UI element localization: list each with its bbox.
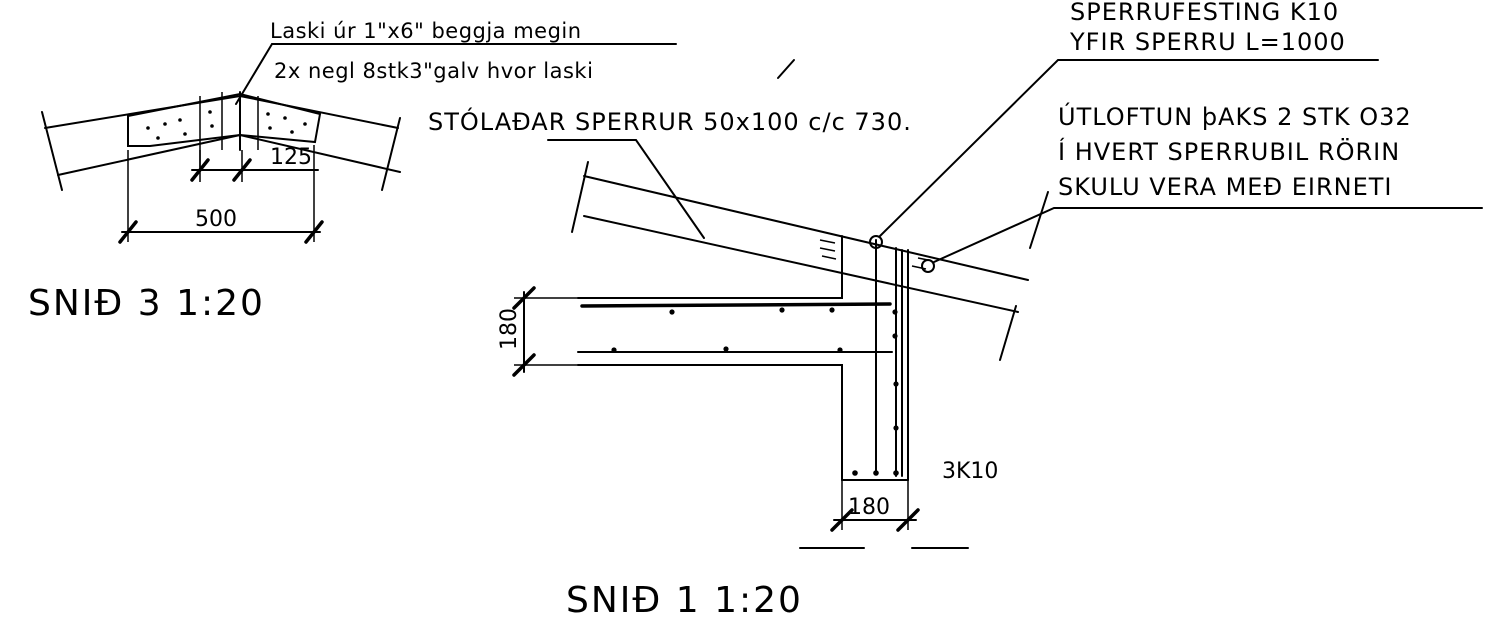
fixing-note-leader bbox=[879, 59, 1379, 237]
rafter-top-edge bbox=[583, 175, 1029, 281]
detail-1-title: SNIÐ 1 1:20 bbox=[566, 580, 803, 621]
dim-125-tick-left bbox=[190, 158, 210, 182]
dim-500-tick-right bbox=[304, 220, 324, 244]
stray-leader-stroke bbox=[777, 59, 795, 79]
vent-note-line-1: ÚTLOFTUN þAKS 2 STK O32 bbox=[1058, 101, 1412, 131]
gusset-note-leader-diagonal bbox=[235, 43, 273, 105]
vent-note-line-3: SKULU VERA MEÐ EIRNETI bbox=[1058, 173, 1392, 201]
right-rafter-bottom bbox=[239, 134, 401, 173]
left-rafter-bottom bbox=[57, 134, 241, 176]
gusset-note-line-2: 2x negl 8stk3"galv hvor laski bbox=[274, 59, 593, 83]
slab-bottom-edge bbox=[577, 364, 843, 481]
rebar-dots bbox=[611, 307, 899, 476]
rebar-label: 3K10 bbox=[942, 459, 998, 484]
dim-500-label: 500 bbox=[195, 207, 237, 232]
rafter-break-left bbox=[571, 161, 589, 233]
rafter-break-upper bbox=[1029, 191, 1049, 249]
dim-500-tick-left bbox=[118, 220, 138, 244]
gusset-note-line-1: Laski úr 1"x6" beggja megin bbox=[270, 19, 582, 43]
rafter-bottom-edge bbox=[583, 215, 1019, 313]
dim-slab-tick-bottom bbox=[512, 353, 536, 377]
dim-125-tick-right bbox=[232, 158, 252, 182]
detail-3-title: SNIÐ 3 1:20 bbox=[28, 283, 265, 324]
vent-pipe-circle bbox=[921, 259, 935, 273]
dim-125-label: 125 bbox=[270, 145, 312, 170]
dim-slab-label: 180 bbox=[497, 308, 522, 350]
detail-1-eaves: SPERRUFESTING K10 YFIR SPERRU L=1000 STÓ… bbox=[428, 0, 1483, 621]
nail-dots bbox=[146, 110, 307, 140]
dim-wall-tick-right bbox=[896, 508, 920, 532]
vent-note-leader bbox=[933, 207, 1483, 263]
rafters-note-leader bbox=[547, 139, 705, 239]
left-break-line bbox=[41, 111, 63, 191]
fixing-note-line-2: YFIR SPERRU L=1000 bbox=[1069, 28, 1346, 56]
dim-wall-tick-left bbox=[830, 508, 854, 532]
vent-note-line-2: Í HVERT SPERRUBIL RÖRIN bbox=[1058, 137, 1400, 166]
dim-wall-label: 180 bbox=[848, 495, 890, 520]
slab-top-edge bbox=[577, 235, 843, 299]
top-rebar bbox=[580, 302, 892, 308]
fixing-note-line-1: SPERRUFESTING K10 bbox=[1070, 0, 1339, 26]
rafters-note: STÓLAÐAR SPERRUR 50x100 c/c 730. bbox=[428, 106, 912, 136]
dim-slab-tick-top bbox=[512, 286, 536, 310]
fixing-bar-circle bbox=[869, 235, 883, 249]
gusset-plate bbox=[127, 92, 322, 147]
rafter-break-right bbox=[999, 305, 1017, 361]
plate-hatch bbox=[819, 239, 929, 270]
detail-3-ridge: Laski úr 1"x6" beggja megin 2x negl 8stk… bbox=[28, 19, 677, 324]
right-break-line bbox=[381, 117, 401, 191]
